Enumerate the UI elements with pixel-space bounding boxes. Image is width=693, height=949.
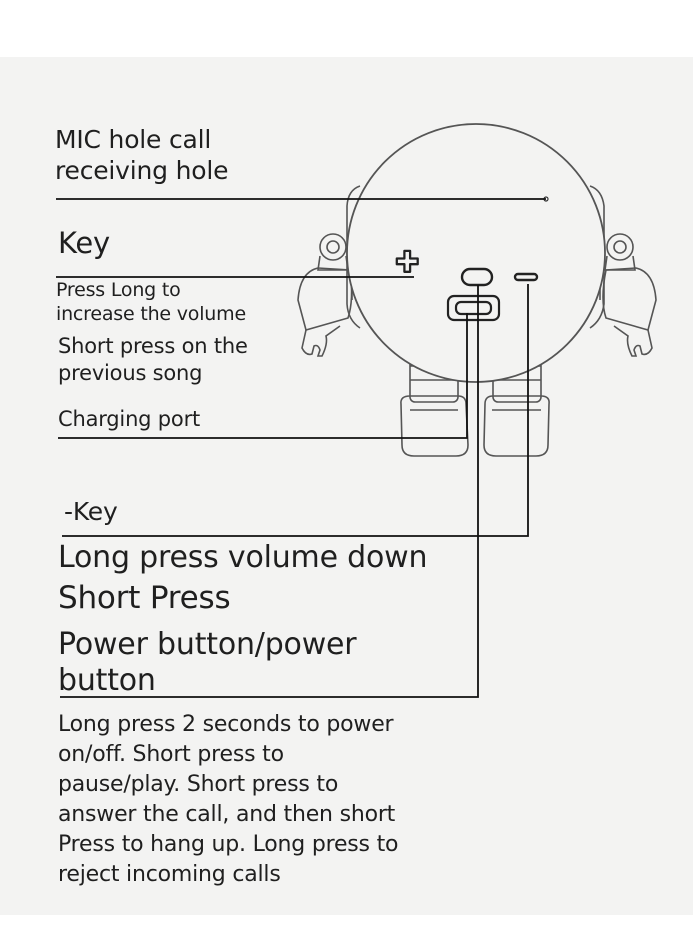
power-title-line: Power button/power (58, 627, 357, 662)
previous-song-description: Short press on the previous song (58, 333, 248, 387)
power-button-icon[interactable] (460, 267, 494, 287)
power-desc-line: Long press 2 seconds to power (58, 712, 394, 737)
charging-port-label: Charging port (58, 407, 201, 431)
key-desc-line: increase the volume (56, 303, 246, 325)
key-desc-line: Press Long to (56, 279, 181, 301)
left-arm (297, 233, 353, 357)
power-title-line: button (58, 663, 156, 698)
minus-key-title: -Key (64, 497, 118, 526)
charging-leader-line (58, 313, 468, 439)
mic-label-line: MIC hole call (55, 125, 212, 154)
minus-leader-line (62, 284, 529, 537)
plus-icon[interactable] (395, 249, 419, 273)
right-arm (602, 233, 657, 357)
power-desc-line: answer the call, and then short (58, 802, 396, 827)
power-desc-line: on/off. Short press to (58, 742, 284, 767)
power-desc-line: pause/play. Short press to (58, 772, 339, 797)
prev-song-line: Short press on the (58, 334, 248, 358)
power-leader-line (60, 285, 479, 698)
mic-label-line: receiving hole (55, 156, 229, 185)
plus-key-title: Key (58, 226, 110, 260)
power-desc-line: reject incoming calls (58, 862, 281, 887)
short-press-text: Short Press (58, 580, 231, 616)
power-button-description: Long press 2 seconds to power on/off. Sh… (58, 710, 398, 890)
long-press-volume-down-text: Long press volume down (58, 540, 428, 575)
mic-hole-label: MIC hole call receiving hole (55, 124, 228, 186)
charging-port-icon (446, 294, 501, 322)
plus-key-description: Press Long to increase the volume (56, 278, 246, 326)
power-desc-line: Press to hang up. Long press to (58, 832, 399, 857)
speaker-body (346, 123, 606, 383)
power-button-title: Power button/power button (58, 627, 357, 699)
minus-icon[interactable] (513, 272, 539, 282)
prev-song-line: previous song (58, 361, 203, 385)
